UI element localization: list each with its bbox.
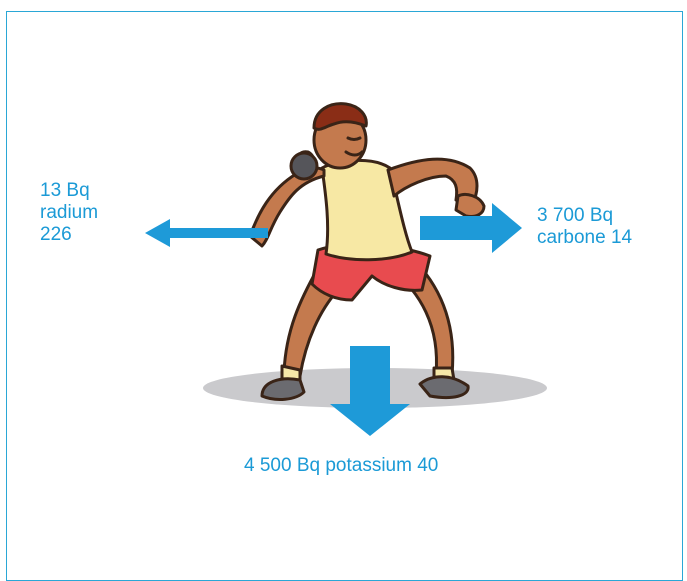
label-carbone-line: carbone 14	[537, 227, 632, 249]
label-radium-line: 13 Bq	[40, 180, 98, 202]
label-carbone: 3 700 Bq carbone 14	[537, 205, 632, 249]
label-radium-line: radium	[40, 202, 98, 224]
label-radium: 13 Bq radium 226	[40, 180, 98, 246]
label-carbone-line: 3 700 Bq	[537, 205, 632, 227]
label-potassium: 4 500 Bq potassium 40	[244, 455, 438, 477]
arrow-left	[145, 219, 268, 247]
label-radium-line: 226	[40, 224, 98, 246]
